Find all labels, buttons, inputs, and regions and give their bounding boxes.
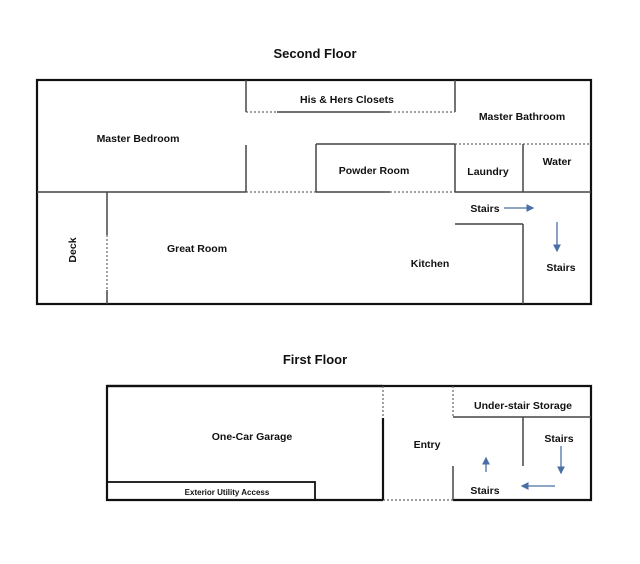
room-deck: Deck	[67, 237, 79, 262]
second-floor-walls	[37, 80, 591, 304]
room-closets: His & Hers Closets	[300, 94, 394, 106]
room-utility-access: Exterior Utility Access	[185, 488, 270, 497]
stairs-label-right: Stairs	[544, 433, 573, 445]
room-kitchen: Kitchen	[411, 258, 450, 270]
stairs-label-right: Stairs	[546, 262, 575, 274]
room-powder-room: Powder Room	[339, 165, 410, 177]
first-floor-plan: First Floor One-Car Garage Exterior Util…	[105, 352, 593, 502]
room-master-bedroom: Master Bedroom	[97, 133, 180, 145]
first-floor-title: First Floor	[283, 352, 347, 367]
room-under-stair-storage: Under-stair Storage	[474, 400, 572, 412]
room-laundry: Laundry	[467, 166, 509, 178]
room-entry: Entry	[414, 439, 441, 451]
room-water: Water	[543, 156, 572, 168]
room-master-bathroom: Master Bathroom	[479, 111, 565, 123]
room-great-room: Great Room	[167, 243, 227, 255]
stairs-label-bottom: Stairs	[470, 485, 499, 497]
first-floor-walls	[105, 384, 593, 502]
stairs-label-top: Stairs	[470, 203, 499, 215]
room-garage: One-Car Garage	[212, 431, 293, 443]
second-floor-title: Second Floor	[273, 46, 356, 61]
second-floor-plan: Second Floor	[35, 46, 593, 306]
